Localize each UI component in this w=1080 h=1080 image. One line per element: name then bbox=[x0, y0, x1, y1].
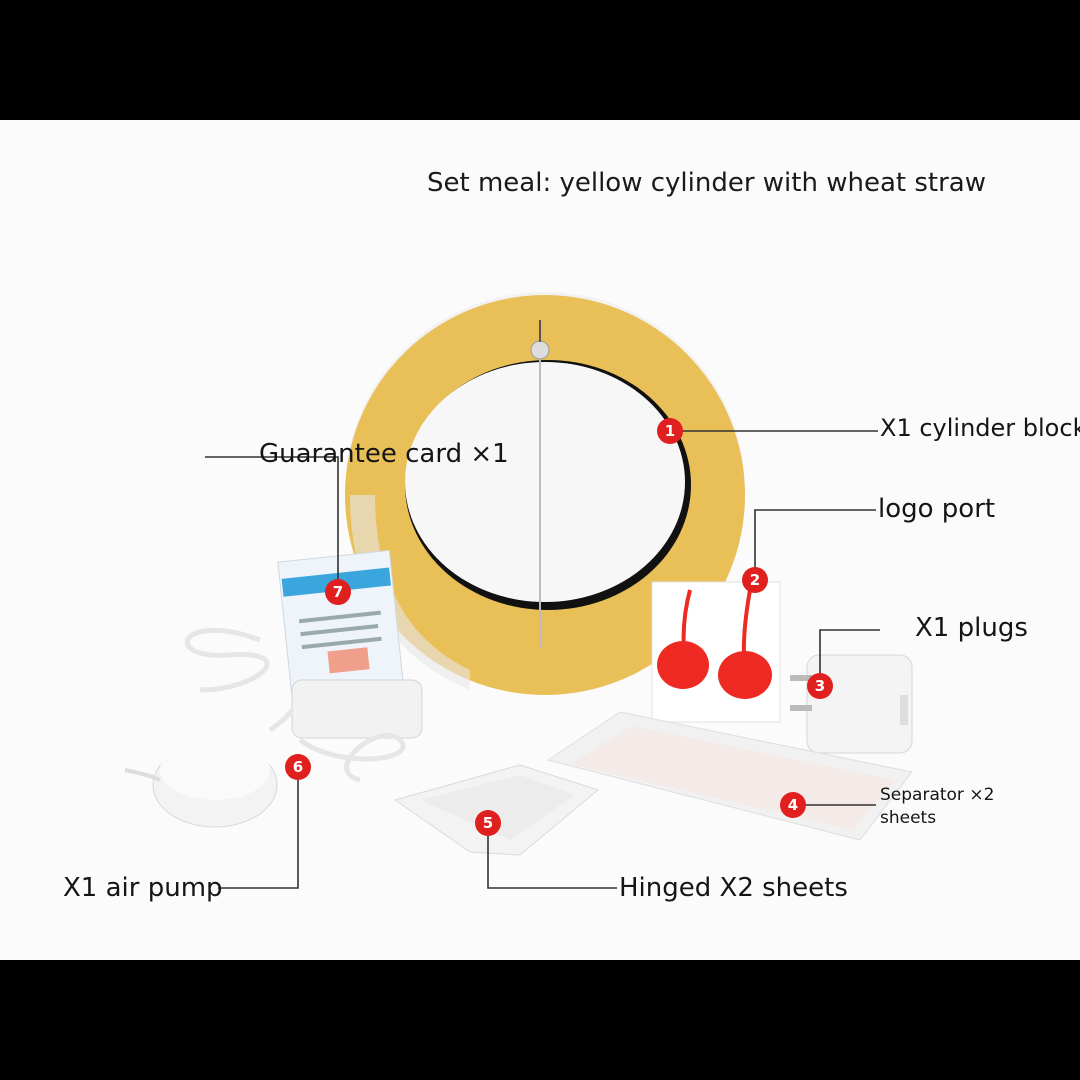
callout-hinged-sheets: Hinged X2 sheets bbox=[619, 873, 848, 903]
separator-sheets bbox=[546, 711, 913, 841]
callout-logo-port: logo port bbox=[878, 494, 996, 524]
svg-text:2: 2 bbox=[750, 571, 760, 589]
callout-cylinder-block: X1 cylinder block bbox=[880, 414, 1080, 442]
svg-text:7: 7 bbox=[333, 583, 343, 601]
callout-separator: Separator ×2 sheets bbox=[880, 784, 994, 830]
badge-7: 7 bbox=[325, 579, 351, 605]
letterbox-top bbox=[0, 0, 1080, 120]
svg-text:4: 4 bbox=[788, 796, 798, 814]
letterbox-bottom bbox=[0, 960, 1080, 1080]
svg-text:6: 6 bbox=[293, 758, 303, 776]
callout-plugs: X1 plugs bbox=[915, 613, 1028, 643]
product-scene: 1 2 3 4 5 6 7 bbox=[124, 292, 913, 889]
badge-2: 2 bbox=[742, 567, 768, 593]
callout-separator-line2: sheets bbox=[880, 807, 937, 828]
svg-text:3: 3 bbox=[815, 677, 825, 695]
hinged-sheets bbox=[393, 764, 600, 856]
callout-guarantee-card: Guarantee card ×1 bbox=[259, 439, 509, 469]
badge-1: 1 bbox=[657, 418, 683, 444]
page-title: Set meal: yellow cylinder with wheat str… bbox=[427, 168, 986, 198]
badge-4: 4 bbox=[780, 792, 806, 818]
svg-text:1: 1 bbox=[665, 422, 675, 440]
air-pump bbox=[124, 628, 423, 828]
leader-lines bbox=[205, 430, 880, 889]
product-photo: 1 2 3 4 5 6 7 bbox=[0, 120, 1080, 960]
badge-6: 6 bbox=[285, 754, 311, 780]
cylinder-block bbox=[345, 292, 745, 695]
power-plug bbox=[790, 654, 913, 754]
badge-3: 3 bbox=[807, 673, 833, 699]
cherry-sticker bbox=[651, 581, 781, 723]
callout-separator-line1: Separator ×2 bbox=[880, 785, 995, 805]
badge-5: 5 bbox=[475, 810, 501, 836]
svg-text:5: 5 bbox=[483, 814, 493, 832]
callout-air-pump: X1 air pump bbox=[63, 873, 223, 903]
